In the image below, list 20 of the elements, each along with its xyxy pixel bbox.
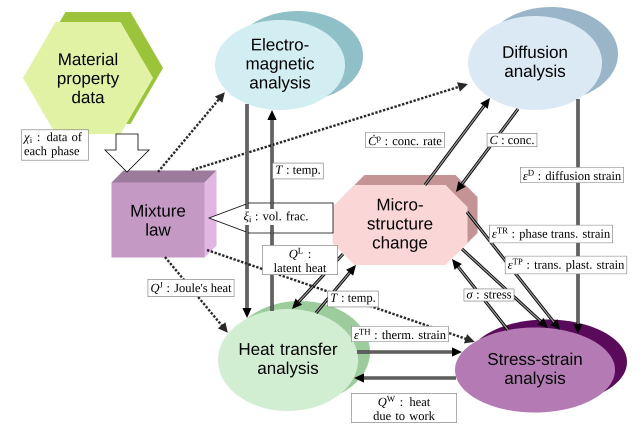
edge-label: Q$^{J}$ : Joule's heat (148, 279, 234, 297)
arrow (456, 108, 520, 192)
edge-label: σ : stress (464, 288, 514, 302)
edge-label: ε$^{TP}$ : trans. plast. strain (504, 256, 628, 274)
edge-label: C : conc. (486, 132, 538, 148)
edge-label: ε$^{TR}$ : phase trans. strain (489, 224, 613, 244)
arrow (460, 248, 548, 328)
arrow (424, 98, 490, 186)
arrow (314, 265, 356, 314)
edge-label: T : temp. (327, 290, 379, 308)
edge-label: Q$^{L}$ : latent heat (262, 245, 338, 275)
edge-label: ξ$_{i}$ : vol. frac. (241, 209, 311, 225)
edge-label: ε$^{TH}$ : therm. strain (351, 326, 449, 342)
edge-label: Q$^{W}$ : heat due to work (351, 393, 457, 423)
edge-label: T : temp. (272, 162, 324, 180)
edge-label: ε$^{D}$ : diffusion strain (520, 167, 624, 183)
arrow (466, 211, 560, 330)
edge-label: χ$_{i}$ : data of each phase (21, 129, 89, 161)
block-arrow (104, 134, 150, 173)
edge-label: Ċ$^{p}$ : conc. rate (365, 132, 445, 148)
